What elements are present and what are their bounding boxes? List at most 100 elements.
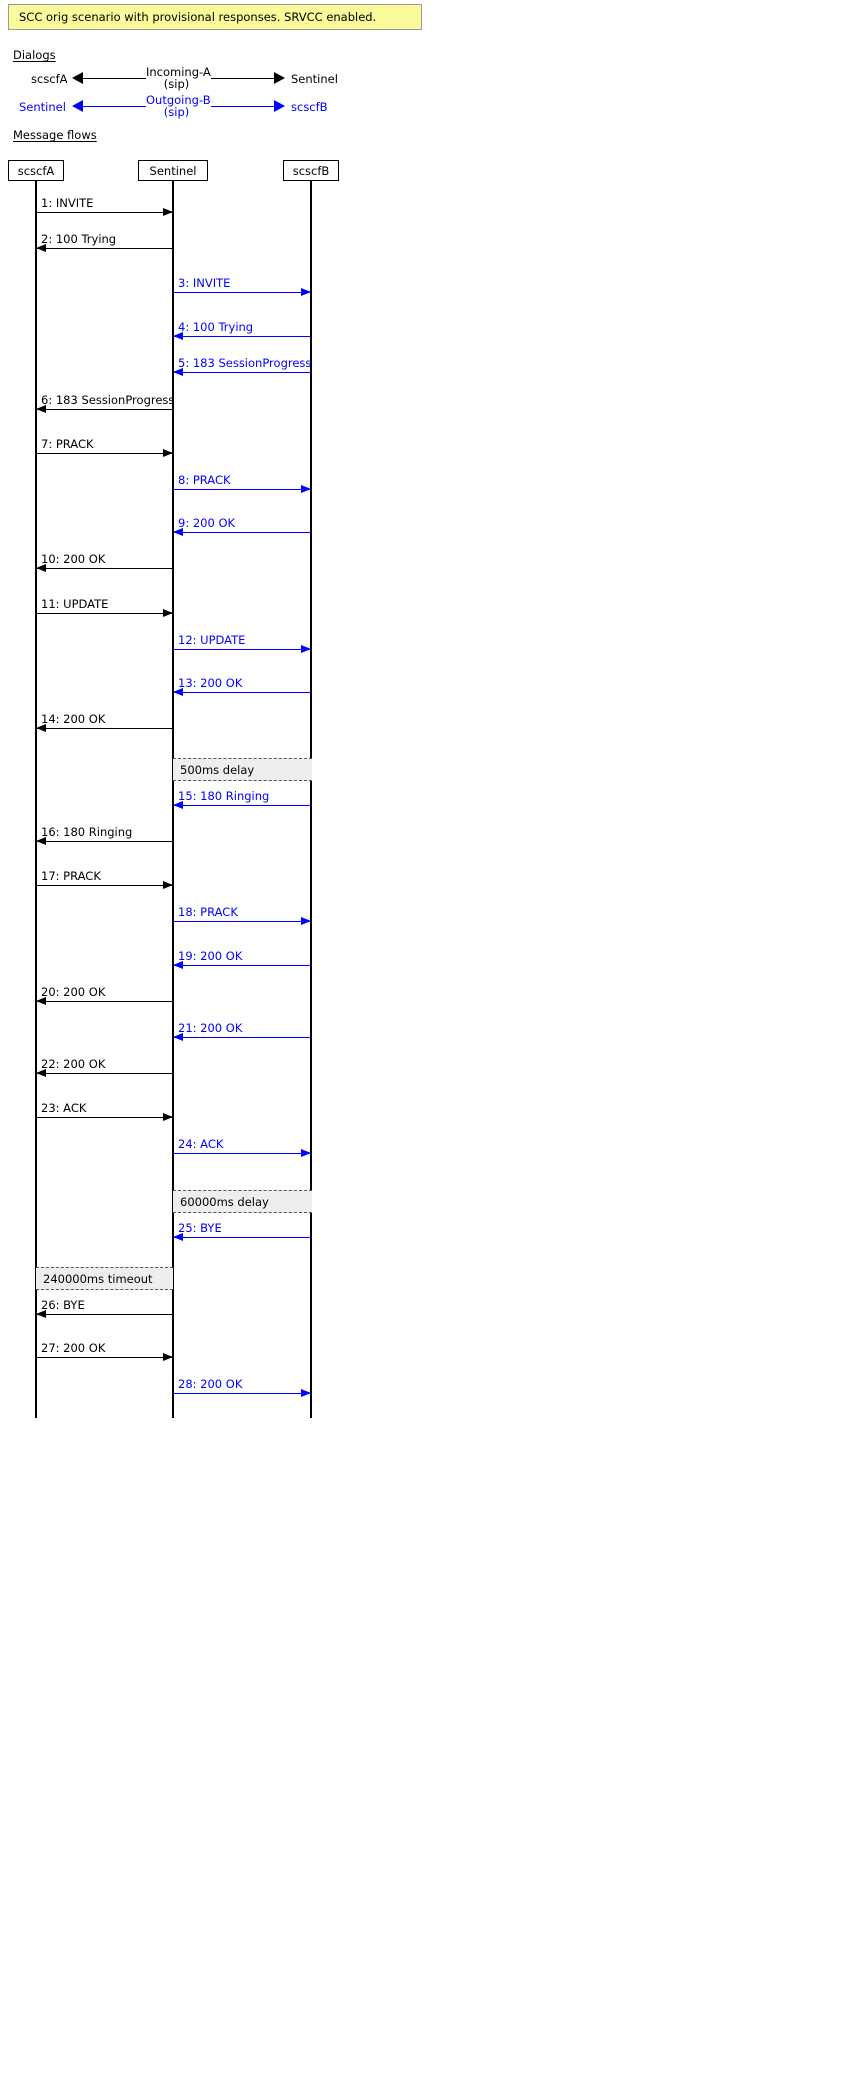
- message-arrowhead: [163, 208, 173, 217]
- participant-box-scscfb[interactable]: scscfB: [283, 160, 339, 181]
- message-arrowhead: [163, 1113, 173, 1122]
- dialog-arrowhead-right-outgoing-b: [274, 100, 285, 112]
- message-label: 20: 200 OK: [41, 985, 106, 999]
- message-23[interactable]: 23: ACK: [0, 0, 858, 1122]
- message-label: 17: PRACK: [41, 869, 101, 883]
- dialog-proto-text-outgoing-b: (sip): [163, 105, 190, 119]
- message-arrowhead: [173, 1033, 183, 1042]
- dialog-name-text-incoming-a: Incoming-A: [146, 65, 211, 79]
- delay-label: 500ms delay: [180, 762, 255, 777]
- message-24[interactable]: 24: ACK: [0, 0, 858, 1158]
- participant-box-scscfa[interactable]: scscfA: [8, 160, 64, 181]
- dialog-name-outgoing-b: Outgoing-B (sip): [146, 94, 211, 119]
- lifeline-scscfa: [35, 181, 37, 1418]
- message-14[interactable]: 14: 200 OK: [0, 0, 858, 733]
- message-label: 5: 183 SessionProgress: [178, 356, 312, 370]
- message-label: 19: 200 OK: [178, 949, 243, 963]
- message-4[interactable]: 4: 100 Trying: [0, 0, 858, 341]
- message-2[interactable]: 2: 100 Trying: [0, 0, 858, 253]
- message-line: [36, 728, 173, 730]
- message-20[interactable]: 20: 200 OK: [0, 0, 858, 1006]
- participant-label: Sentinel: [149, 163, 197, 178]
- message-22[interactable]: 22: 200 OK: [0, 0, 858, 1078]
- message-6[interactable]: 6: 183 SessionProgress: [0, 0, 858, 414]
- message-line: [173, 1393, 311, 1395]
- dialog-line-right-outgoing-b: [211, 105, 274, 107]
- message-label: 24: ACK: [178, 1137, 224, 1151]
- message-arrowhead: [36, 837, 46, 846]
- delay-label: 240000ms timeout: [43, 1271, 153, 1286]
- message-label: 3: INVITE: [178, 276, 231, 290]
- message-12[interactable]: 12: UPDATE: [0, 0, 858, 654]
- message-27[interactable]: 27: 200 OK: [0, 0, 858, 1362]
- title-note: SCC orig scenario with provisional respo…: [8, 4, 422, 30]
- dialog-arrowhead-left-outgoing-b: [72, 100, 83, 112]
- dialog-line-left-incoming-a: [83, 77, 146, 79]
- delay-box-3: 240000ms timeout: [36, 1267, 173, 1290]
- dialog-row-outgoing-b: Sentinel Outgoing-B (sip) scscfB: [0, 94, 420, 122]
- message-label: 6: 183 SessionProgress: [41, 393, 175, 407]
- message-arrowhead: [36, 244, 46, 253]
- message-line: [173, 805, 311, 807]
- message-9[interactable]: 9: 200 OK: [0, 0, 858, 537]
- dialog-line-right-incoming-a: [211, 77, 274, 79]
- dialogs-heading: Dialogs: [13, 48, 56, 62]
- message-line: [173, 292, 311, 294]
- message-line: [173, 692, 311, 694]
- message-label: 22: 200 OK: [41, 1057, 106, 1071]
- participant-label: scscfB: [292, 163, 330, 178]
- message-11[interactable]: 11: UPDATE: [0, 0, 858, 618]
- message-3[interactable]: 3: INVITE: [0, 0, 858, 297]
- message-15[interactable]: 15: 180 Ringing: [0, 0, 858, 810]
- message-19[interactable]: 19: 200 OK: [0, 0, 858, 970]
- message-17[interactable]: 17: PRACK: [0, 0, 858, 890]
- message-line: [36, 568, 173, 570]
- message-arrowhead: [301, 1149, 311, 1158]
- message-arrowhead: [36, 1310, 46, 1319]
- message-arrowhead: [173, 961, 183, 970]
- participant-box-sentinel[interactable]: Sentinel: [138, 160, 208, 181]
- message-5[interactable]: 5: 183 SessionProgress: [0, 0, 858, 377]
- message-line: [173, 336, 311, 338]
- message-label: 15: 180 Ringing: [178, 789, 270, 803]
- delay-label: 60000ms delay: [180, 1194, 269, 1209]
- message-28[interactable]: 28: 200 OK: [0, 0, 858, 1398]
- message-line: [36, 453, 173, 455]
- message-label: 13: 200 OK: [178, 676, 243, 690]
- message-label: 23: ACK: [41, 1101, 87, 1115]
- message-label: 26: BYE: [41, 1298, 85, 1312]
- message-16[interactable]: 16: 180 Ringing: [0, 0, 858, 846]
- message-line: [36, 1357, 173, 1359]
- message-7[interactable]: 7: PRACK: [0, 0, 858, 458]
- message-26[interactable]: 26: BYE: [0, 0, 858, 1319]
- message-label: 1: INVITE: [41, 196, 94, 210]
- participant-label: scscfA: [17, 163, 55, 178]
- dialog-arrowhead-right-incoming-a: [274, 72, 285, 84]
- message-line: [173, 921, 311, 923]
- message-21[interactable]: 21: 200 OK: [0, 0, 858, 1042]
- message-13[interactable]: 13: 200 OK: [0, 0, 858, 697]
- message-8[interactable]: 8: PRACK: [0, 0, 858, 494]
- message-arrowhead: [301, 645, 311, 654]
- message-25[interactable]: 25: BYE: [0, 0, 858, 1242]
- message-arrowhead: [173, 688, 183, 697]
- message-arrowhead: [163, 1353, 173, 1362]
- message-line: [36, 248, 173, 250]
- message-arrowhead: [163, 449, 173, 458]
- message-label: 4: 100 Trying: [178, 320, 254, 334]
- lifeline-scscfb: [310, 181, 312, 1418]
- message-line: [173, 1153, 311, 1155]
- message-label: 9: 200 OK: [178, 516, 236, 530]
- message-label: 21: 200 OK: [178, 1021, 243, 1035]
- message-arrowhead: [173, 368, 183, 377]
- message-arrowhead: [36, 1069, 46, 1078]
- dialog-left-label-incoming-a: scscfA: [31, 72, 68, 86]
- message-1[interactable]: 1: INVITE: [0, 0, 858, 217]
- message-arrowhead: [36, 724, 46, 733]
- delay-box-2: 60000ms delay: [173, 1190, 312, 1213]
- message-line: [173, 489, 311, 491]
- message-label: 12: UPDATE: [178, 633, 246, 647]
- message-18[interactable]: 18: PRACK: [0, 0, 858, 926]
- message-10[interactable]: 10: 200 OK: [0, 0, 858, 573]
- message-arrowhead: [36, 405, 46, 414]
